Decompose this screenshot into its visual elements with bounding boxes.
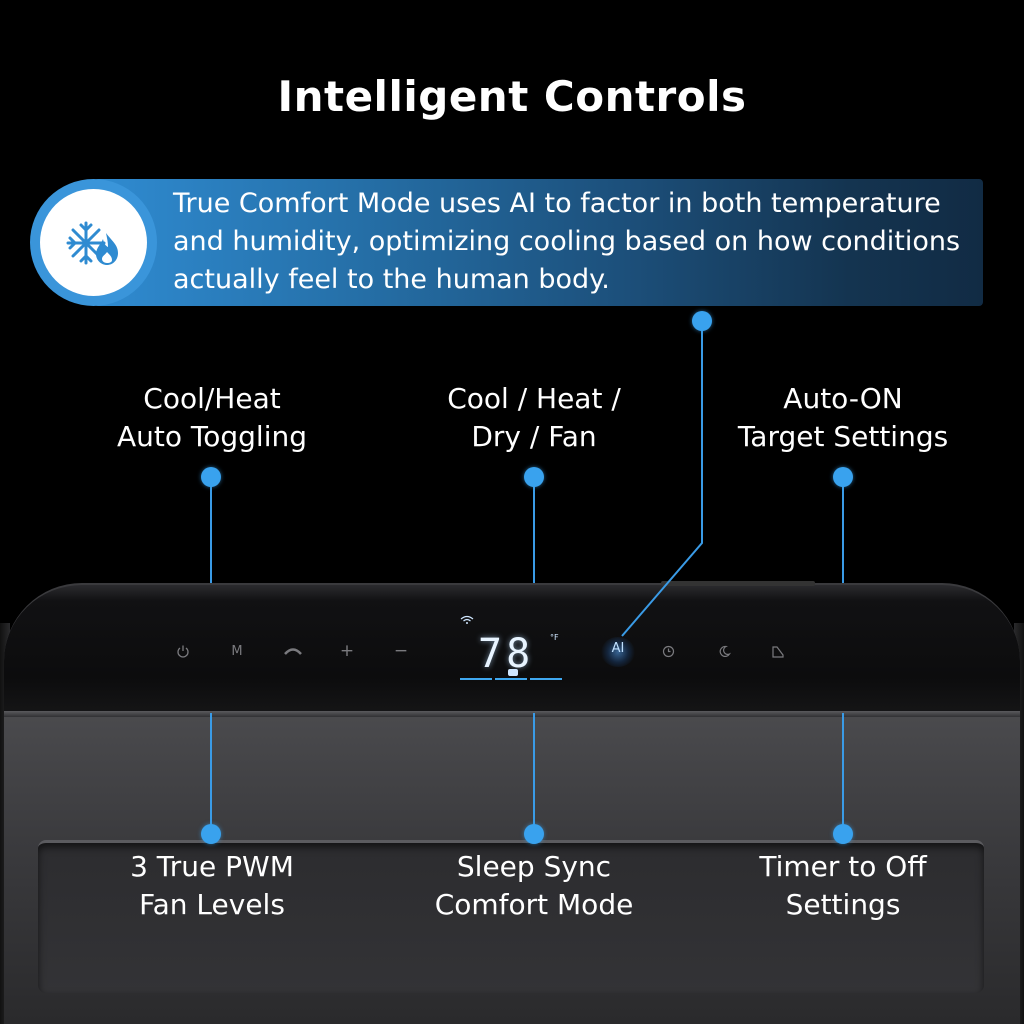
fan-speed-icon [284, 648, 302, 655]
feature-fan-levels: 3 True PWM Fan Levels [72, 848, 352, 924]
true-comfort-banner: True Comfort Mode uses AI to factor in b… [30, 179, 983, 306]
page-title: Intelligent Controls [277, 72, 747, 121]
feature-line: 3 True PWM [130, 850, 294, 883]
power-icon [177, 645, 189, 658]
temp-up-button[interactable]: + [339, 641, 355, 661]
feature-line: Comfort Mode [434, 888, 634, 921]
connector-dot [833, 467, 853, 487]
feature-line: Auto-ON [783, 382, 903, 415]
temperature-display: 78 °F [460, 615, 562, 685]
display-bar [530, 678, 562, 680]
unit-rim [4, 711, 1020, 717]
connector-line [533, 477, 535, 583]
feature-auto-on: Auto-ON Target Settings [703, 380, 983, 456]
feature-line: Cool/Heat [143, 382, 281, 415]
connector-line [842, 713, 844, 833]
connector-dot [201, 824, 221, 844]
connector-dot [201, 467, 221, 487]
fan-indicator-icon [508, 669, 518, 676]
display-bar [495, 678, 527, 680]
power-button[interactable] [172, 640, 194, 662]
banner-bar [94, 179, 983, 306]
fan-speed-button[interactable] [280, 640, 306, 662]
feature-line: Timer to Off [759, 850, 927, 883]
feature-line: Settings [785, 888, 901, 921]
connector-dot [524, 824, 544, 844]
auto-on-icon [772, 645, 784, 658]
connector-line [210, 477, 212, 583]
control-panel: M + − 78 °F AI [4, 581, 1020, 717]
banner-icon-ring [30, 179, 157, 306]
temperature-unit: °F [550, 633, 559, 642]
connector-dot [833, 824, 853, 844]
mode-button[interactable]: M [231, 643, 243, 659]
connector-line [533, 713, 535, 833]
connector-line [210, 713, 212, 833]
temperature-value: 78 [478, 631, 535, 677]
feature-line: Target Settings [737, 420, 949, 453]
feature-timer-off: Timer to Off Settings [703, 848, 983, 924]
feature-line: Dry / Fan [471, 420, 597, 453]
feature-line: Cool / Heat / [447, 382, 621, 415]
front-panel-inset [38, 840, 984, 993]
air-conditioner-unit: M + − 78 °F AI [0, 581, 1024, 1024]
ai-glow [601, 637, 635, 667]
connector-line [842, 477, 844, 583]
feature-line: Auto Toggling [116, 420, 307, 453]
feature-sleep-sync: Sleep Sync Comfort Mode [394, 848, 674, 924]
moon-icon [719, 645, 731, 657]
connector-dot [524, 467, 544, 487]
clock-icon [662, 645, 674, 657]
sleep-button[interactable] [714, 640, 734, 662]
wifi-icon [460, 615, 474, 624]
ai-button[interactable]: AI [611, 641, 625, 656]
timer-button[interactable] [658, 640, 678, 662]
connector-dot [692, 311, 712, 331]
temp-down-button[interactable]: − [393, 641, 409, 661]
banner-text: True Comfort Mode uses AI to factor in b… [173, 188, 961, 295]
feature-modes: Cool / Heat / Dry / Fan [394, 380, 674, 456]
feature-line: Fan Levels [139, 888, 285, 921]
snowflake-flame-icon [40, 189, 147, 296]
auto-on-button[interactable] [768, 640, 788, 662]
top-slot [661, 581, 815, 586]
feature-cool-heat-auto: Cool/Heat Auto Toggling [72, 380, 352, 456]
display-bar [460, 678, 492, 680]
feature-line: Sleep Sync [456, 850, 612, 883]
